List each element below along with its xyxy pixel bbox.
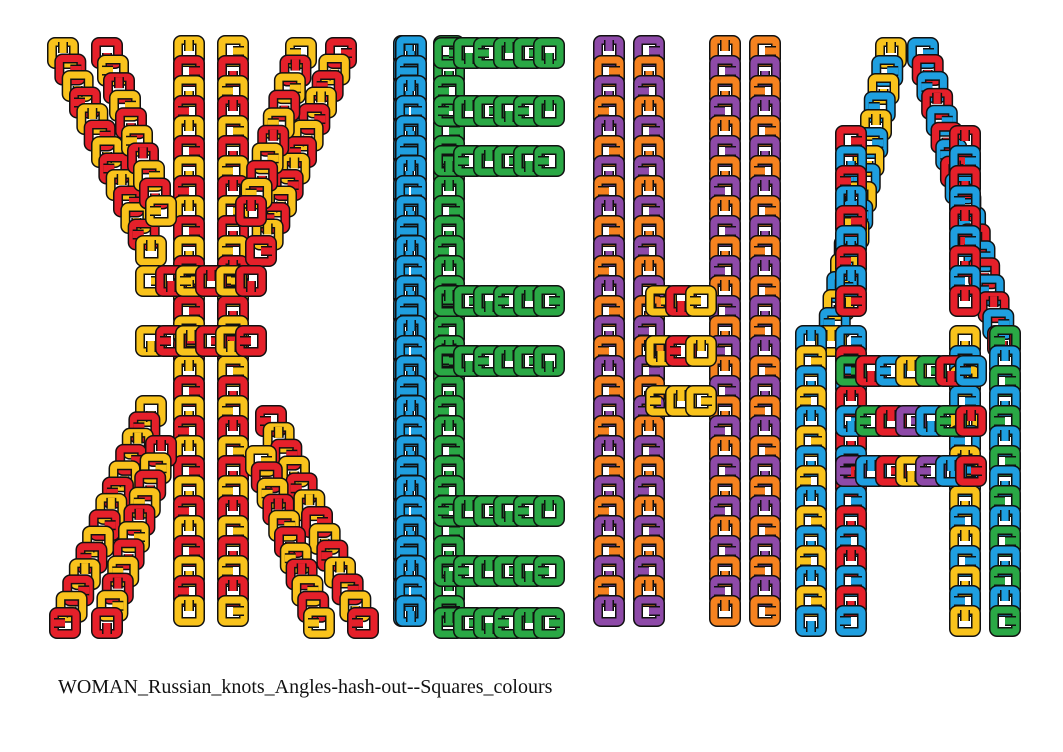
letter-en-knot — [593, 35, 781, 627]
letter-a-knot — [795, 37, 1021, 637]
letter-ie-knot — [393, 35, 565, 639]
knot-artwork — [47, 35, 1021, 639]
letter-zhe-knot — [47, 35, 379, 639]
image-caption: WOMAN_Russian_knots_Angles-hash-out--Squ… — [58, 676, 553, 698]
